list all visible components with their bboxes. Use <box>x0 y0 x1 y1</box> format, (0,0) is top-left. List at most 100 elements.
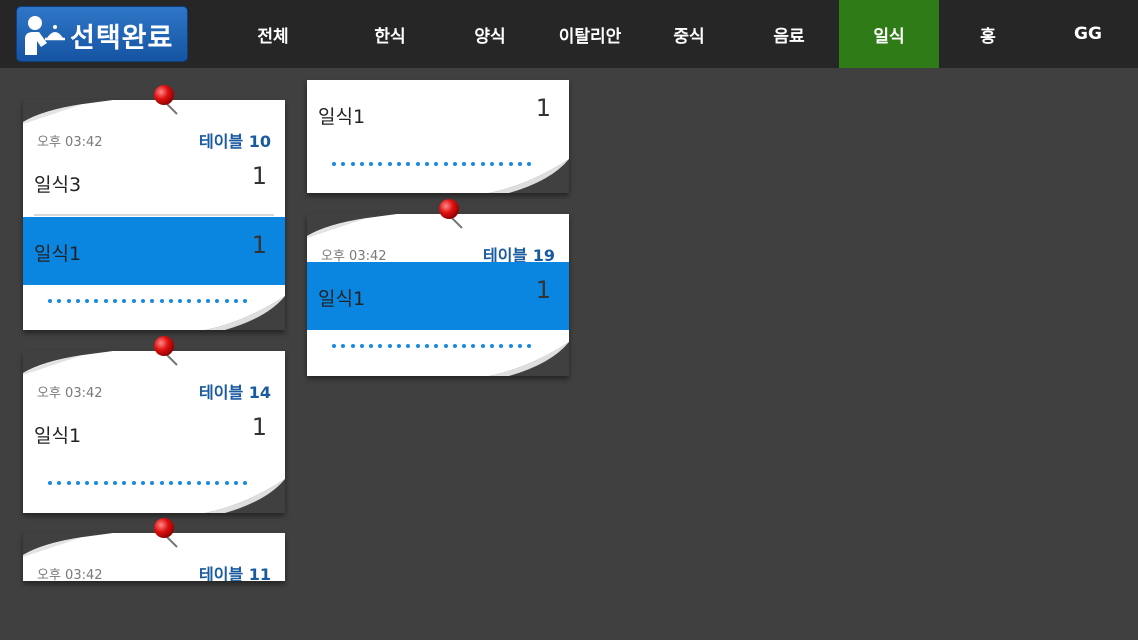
order-item[interactable]: 일식3 1 <box>23 148 285 216</box>
dot <box>94 481 99 485</box>
dot <box>196 299 201 303</box>
dot <box>415 344 420 348</box>
dot <box>57 299 62 303</box>
dot <box>452 344 457 348</box>
order-item-selected[interactable]: 일식1 1 <box>23 217 285 285</box>
page-curl-decoration <box>23 533 113 557</box>
tab-western[interactable]: 양식 <box>474 26 506 47</box>
dot <box>113 481 118 485</box>
item-quantity: 1 <box>535 94 551 122</box>
push-pin-icon <box>154 518 178 548</box>
dot <box>140 481 145 485</box>
dot <box>359 344 364 348</box>
dot <box>57 481 62 485</box>
dot <box>75 299 80 303</box>
divider <box>34 214 274 216</box>
dot <box>66 481 71 485</box>
tab-italian[interactable]: 이탈리안 <box>558 26 622 47</box>
dot <box>206 481 211 485</box>
order-card-table-11[interactable]: 오후 03:42 테이블 11 <box>23 533 285 581</box>
dot <box>434 344 439 348</box>
dot <box>462 162 467 166</box>
item-name: 일식1 <box>318 106 366 128</box>
dot <box>243 481 248 485</box>
dot <box>224 481 229 485</box>
dotted-separator <box>332 333 544 348</box>
dot <box>196 481 201 485</box>
dot <box>113 299 118 303</box>
dot <box>85 481 90 485</box>
dot <box>359 162 364 166</box>
dot <box>490 162 495 166</box>
dot <box>48 299 52 303</box>
dotted-separator <box>48 288 260 303</box>
order-card-table-10[interactable]: 오후 03:42 테이블 10 일식3 1 일식1 1 <box>23 100 285 330</box>
item-name: 일식3 <box>34 174 82 196</box>
tab-korean[interactable]: 한식 <box>374 26 406 47</box>
dot <box>187 481 192 485</box>
dot <box>131 481 136 485</box>
page-curl-decoration <box>23 100 113 124</box>
page-curl-decoration <box>23 351 113 375</box>
dot <box>94 299 99 303</box>
dot <box>103 481 108 485</box>
order-item[interactable]: 일식1 1 <box>23 399 285 467</box>
dot <box>103 299 108 303</box>
dot <box>378 344 383 348</box>
page-curl-decoration <box>205 296 285 330</box>
tab-gg[interactable]: GG <box>1074 24 1102 44</box>
complete-selection-button[interactable]: 선택완료 <box>16 6 188 62</box>
dot <box>508 162 513 166</box>
order-item[interactable]: 일식1 1 <box>307 80 569 148</box>
dot <box>187 299 192 303</box>
dot <box>66 299 71 303</box>
dotted-separator <box>332 151 544 166</box>
order-card-table-19[interactable]: 오후 03:42 테이블 19 일식1 1 <box>307 214 569 376</box>
order-time: 오후 03:42 <box>37 568 103 581</box>
dot <box>341 162 346 166</box>
dot <box>150 481 155 485</box>
dot <box>471 344 476 348</box>
order-card-continued[interactable]: 일식1 1 <box>307 80 569 193</box>
dot <box>224 299 229 303</box>
tab-all[interactable]: 전체 <box>257 26 289 47</box>
item-name: 일식1 <box>318 288 366 310</box>
dot <box>243 299 248 303</box>
dot <box>387 344 392 348</box>
dot <box>122 481 127 485</box>
dot <box>480 162 485 166</box>
push-pin-icon <box>154 85 178 115</box>
dot <box>159 299 164 303</box>
dot <box>178 299 183 303</box>
top-bar: 선택완료 전체 한식 양식 이탈리안 중식 음료 일식 홍 GG <box>0 0 1138 68</box>
dot <box>397 162 402 166</box>
dot <box>434 162 439 166</box>
dot <box>48 481 52 485</box>
item-quantity: 1 <box>251 162 267 190</box>
dot <box>233 481 238 485</box>
tab-drinks[interactable]: 음료 <box>773 26 805 47</box>
dot <box>452 162 457 166</box>
order-item-selected[interactable]: 일식1 1 <box>307 262 569 330</box>
dot <box>341 344 346 348</box>
tab-hong[interactable]: 홍 <box>980 26 996 47</box>
dot <box>397 344 402 348</box>
table-number: 테이블 11 <box>199 565 271 581</box>
tab-chinese[interactable]: 중식 <box>673 26 705 47</box>
dotted-separator <box>48 470 260 485</box>
dot <box>424 162 429 166</box>
item-quantity: 1 <box>251 231 267 259</box>
dot <box>378 162 383 166</box>
page-curl-decoration <box>307 214 397 238</box>
dot <box>490 344 495 348</box>
dot <box>215 481 220 485</box>
dot <box>387 162 392 166</box>
dot <box>424 344 429 348</box>
dot <box>168 299 173 303</box>
tab-japanese[interactable]: 일식 <box>839 0 939 68</box>
order-card-table-14[interactable]: 오후 03:42 테이블 14 일식1 1 <box>23 351 285 513</box>
dot <box>215 299 220 303</box>
dot <box>406 162 411 166</box>
dot <box>471 162 476 166</box>
dot <box>517 344 522 348</box>
